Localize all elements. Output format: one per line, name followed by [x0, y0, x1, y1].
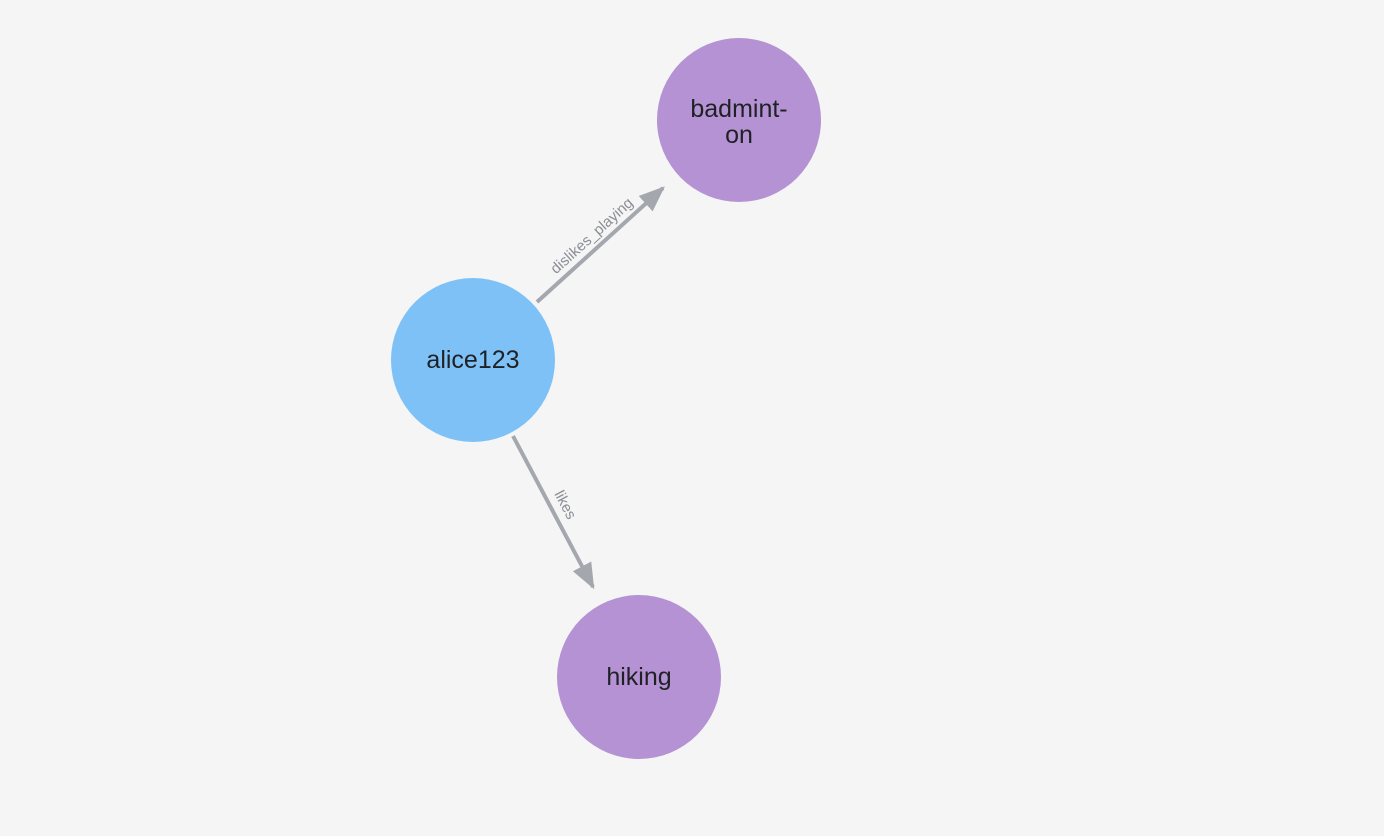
node-circle-hiking[interactable]: [557, 595, 721, 759]
edge-dislikes-playing: dislikes_playing: [535, 186, 665, 304]
node-circle-badminton[interactable]: [657, 38, 821, 202]
node-alice123: alice123: [391, 278, 555, 442]
edge-label-dislikes-playing: dislikes_playing: [547, 194, 636, 277]
edge-line-dislikes-playing[interactable]: [535, 186, 665, 304]
edge-likes: likes: [511, 435, 595, 590]
node-hiking: hiking: [557, 595, 721, 759]
node-circle-alice123[interactable]: [391, 278, 555, 442]
edge-line-likes[interactable]: [511, 435, 595, 590]
node-badminton: badmint- on: [657, 38, 821, 202]
